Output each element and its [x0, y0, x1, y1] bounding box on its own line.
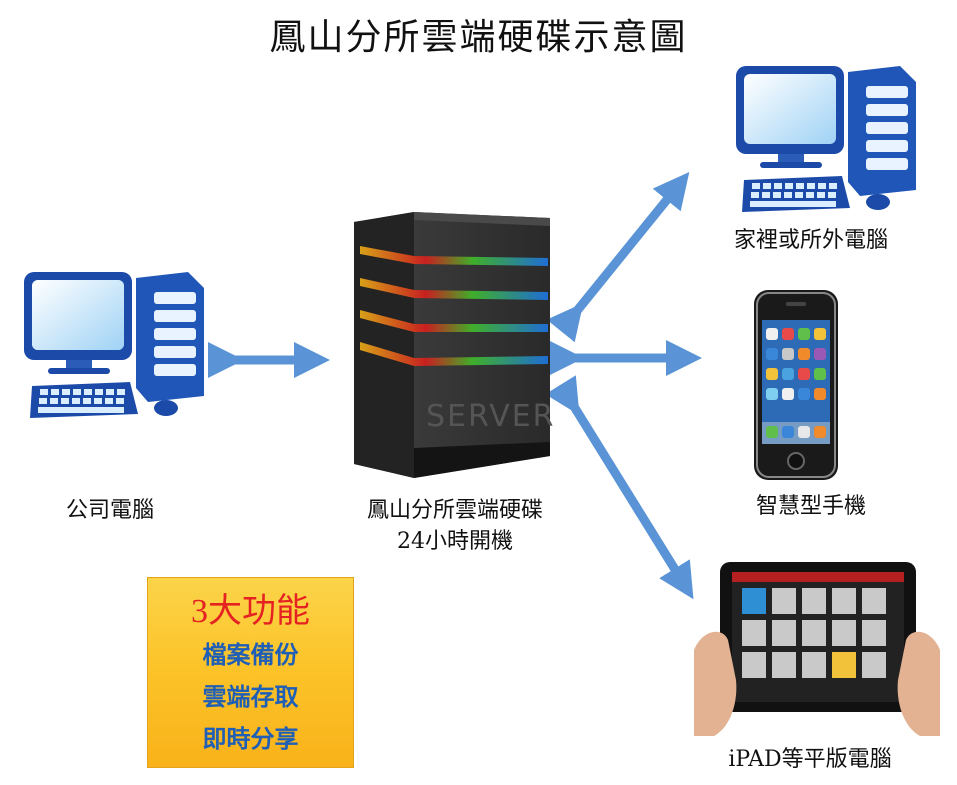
feature-item-backup: 檔案備份: [202, 640, 299, 669]
tablet-icon: [694, 562, 940, 736]
server-engraving: SERVER: [426, 399, 556, 434]
tablet-label: iPAD等平版電腦: [728, 747, 892, 772]
diagram-title: 鳳山分所雲端硬碟示意圖: [269, 17, 688, 58]
smartphone-icon: [754, 290, 838, 480]
office-computer-icon: [24, 272, 204, 418]
office-pc-label: 公司電腦: [65, 498, 154, 523]
server-label-line1: 鳳山分所雲端硬碟: [366, 498, 543, 523]
feature-item-instant-share: 即時分享: [202, 724, 299, 753]
arrow-server-home: [546, 172, 690, 343]
home-pc-label: 家裡或所外電腦: [733, 228, 888, 253]
server-tower-icon: SERVER: [354, 212, 556, 478]
server-label-line2: 24小時開機: [397, 529, 513, 554]
arrow-server-tablet: [545, 375, 694, 600]
smartphone-label: 智慧型手機: [755, 494, 866, 519]
features-box: 3大功能 檔案備份 雲端存取 即時分享: [147, 577, 354, 768]
features-title: 3大功能: [191, 593, 310, 630]
feature-item-cloud-access: 雲端存取: [202, 682, 299, 711]
home-computer-icon: [736, 66, 916, 212]
